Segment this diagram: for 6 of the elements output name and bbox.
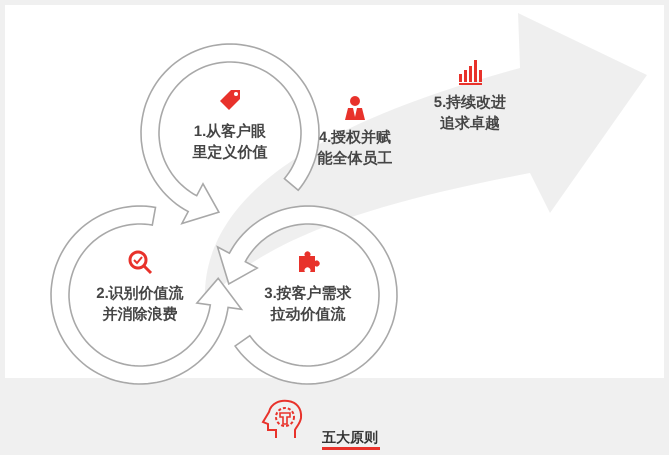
caption: 五大原则 <box>322 428 380 450</box>
step-text: 2.识别价值流并消除浪费 <box>95 284 185 325</box>
step-text: 3.按客户需求拉动价值流 <box>263 284 353 325</box>
step-text: 5.持续改进追求卓越 <box>432 93 508 134</box>
step-text: 1.从客户眼里定义价值 <box>192 122 268 163</box>
step-text: 4.授权并赋能全体员工 <box>316 128 394 169</box>
